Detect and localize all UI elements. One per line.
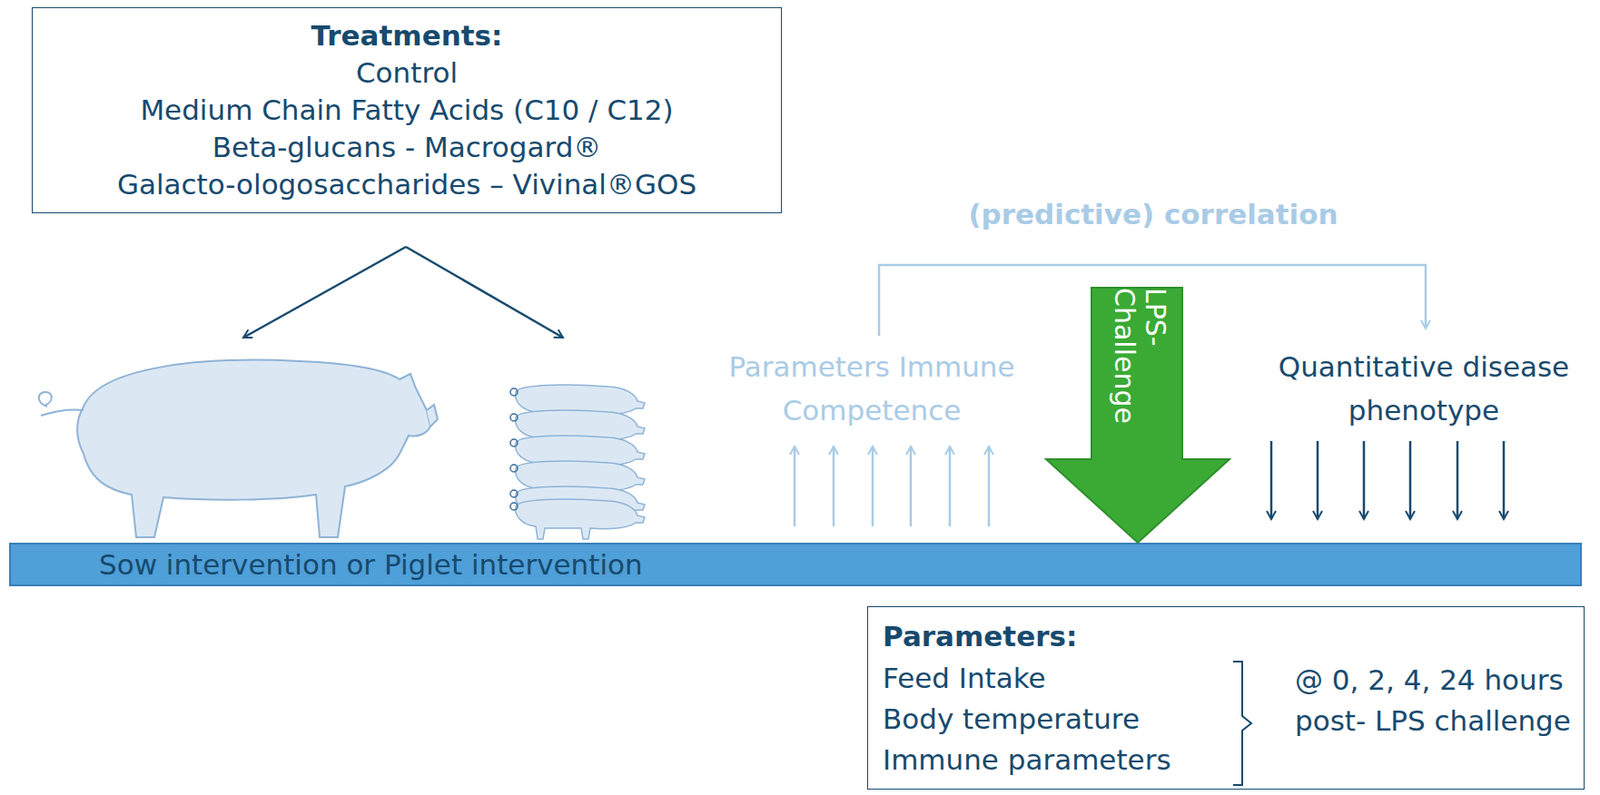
treatment-item: Galacto-ologosaccharides – Vivinal®GOS [45, 166, 769, 204]
sow-snout [426, 404, 438, 427]
immune-label: Parameters Immune Competence [699, 345, 1045, 433]
sow-tail [39, 392, 84, 416]
challenge-arrow: LPS- Challenge [1044, 286, 1232, 545]
treatment-item: Beta-glucans - Macrogard® [45, 128, 769, 167]
treatment-arrow [405, 246, 563, 338]
sow-drawing [77, 360, 431, 538]
correlation-label: (predictive) correlation [908, 197, 1399, 231]
parameter-item: Immune parameters [882, 741, 1172, 779]
curly-bracket [1231, 654, 1268, 791]
box-heading: Treatments: [45, 17, 769, 55]
treatments-box: Treatments:ControlMedium Chain Fatty Aci… [31, 7, 782, 214]
timeline-band: Sow intervention or Piglet intervention [9, 543, 1582, 587]
timepoints: @ 0, 2, 4, 24 hours post- LPS challenge [1294, 660, 1577, 742]
piglet-stack [510, 385, 645, 540]
box-heading: Parameters: [882, 618, 1077, 655]
treatment-item: Medium Chain Fatty Acids (C10 / C12) [45, 91, 769, 129]
parameter-item: Feed Intake [882, 660, 1047, 697]
parameters-box: Parameters: Feed IntakeBody temperatureIm… [867, 606, 1585, 791]
treatment-item: Control [45, 54, 769, 92]
band-label: Sow intervention or Piglet intervention [98, 544, 1581, 585]
phenotype-label: Quantitative disease phenotype [1253, 345, 1595, 433]
down-arrows [1271, 441, 1504, 520]
parameter-item: Body temperature [882, 701, 1140, 738]
up-arrows [794, 446, 989, 527]
challenge-label: LPS- Challenge [1105, 287, 1171, 461]
treatment-arrow [243, 246, 406, 338]
